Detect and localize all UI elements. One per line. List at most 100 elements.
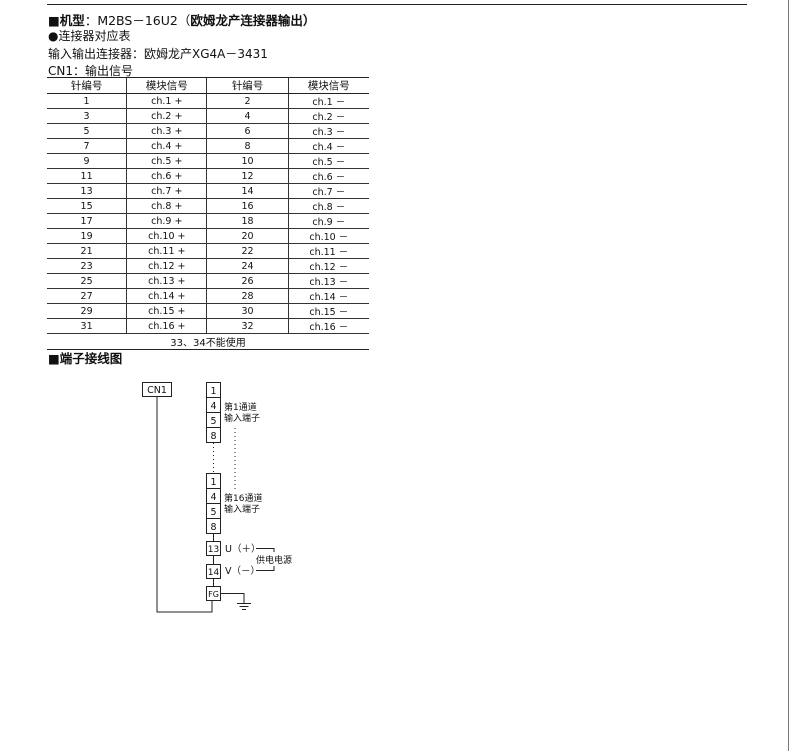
terminal-label: 4: [210, 492, 216, 503]
group2-label-line2: 输入端子: [224, 503, 260, 515]
u-plus-label: U（＋）: [225, 543, 260, 555]
page-title: ■机型：M2BS－16U2（欧姆龙产连接器输出）: [48, 10, 315, 29]
table-header-row: 针编号 模块信号 针编号 模块信号: [47, 77, 369, 94]
table-cell: ch.15 －: [287, 303, 369, 319]
table-cell: 17: [47, 213, 127, 229]
table-cell: ch.6 +: [126, 168, 207, 184]
title-model: ：M2BS－16U2（: [84, 13, 191, 28]
terminal-label: 4: [210, 401, 216, 412]
table-cell: ch.1 －: [287, 93, 369, 109]
table-cell: ch.10 －: [287, 228, 369, 244]
table-cell: 16: [206, 198, 289, 214]
table-cell: 9: [47, 153, 127, 169]
fg-ground-wire: [220, 593, 245, 603]
table-cell: ch.11 －: [287, 243, 369, 259]
table-cell: ch.8 －: [287, 198, 369, 214]
terminal-14-label: 14: [208, 568, 220, 578]
table-cell: ch.12 +: [126, 258, 207, 274]
table-cell: 6: [206, 123, 289, 139]
table-cell: ch.2 －: [287, 108, 369, 124]
column-header: 针编号: [206, 77, 289, 94]
table-cell: 3: [47, 108, 127, 124]
table-footnote: 33、34不能使用: [47, 333, 369, 350]
connector-info: 输入输出连接器：欧姆龙产XG4A－3431: [48, 47, 268, 61]
table-cell: 29: [47, 303, 127, 319]
table-cell: 7: [47, 138, 127, 154]
title-prefix: ■机型: [48, 13, 85, 28]
power-lead-u: [256, 548, 275, 552]
table-cell: 13: [47, 183, 127, 199]
table-cell: ch.15 +: [126, 303, 207, 319]
table-cell: ch.2 +: [126, 108, 207, 124]
power-supply-label: 供电电源: [256, 554, 292, 566]
column-header: 针编号: [47, 77, 127, 94]
table-cell: 31: [47, 318, 127, 334]
column-header: 模块信号: [126, 77, 207, 94]
table-cell: ch.14 －: [287, 288, 369, 304]
group1-label-line2: 输入端子: [224, 412, 260, 424]
table-cell: ch.8 +: [126, 198, 207, 214]
table-cell: ch.11 +: [126, 243, 207, 259]
group2-label-line1: 第16通道: [224, 492, 262, 504]
table-cell: 26: [206, 273, 289, 289]
table-cell: ch.5 －: [287, 153, 369, 169]
terminal-label: 5: [210, 507, 216, 518]
table-cell: 24: [206, 258, 289, 274]
table-cell: ch.10 +: [126, 228, 207, 244]
terminal-13-label: 13: [208, 545, 219, 555]
top-rule: [47, 4, 747, 5]
table-cell: 2: [206, 93, 289, 109]
table-cell: ch.5 +: [126, 153, 207, 169]
table-cell: 1: [47, 93, 127, 109]
cn1-heading: CN1：输出信号: [48, 64, 133, 78]
table-cell: ch.6 －: [287, 168, 369, 184]
group1-label-line1: 第1通道: [224, 401, 257, 413]
table-cell: 27: [47, 288, 127, 304]
table-cell: 20: [206, 228, 289, 244]
right-edge-rule: [788, 0, 789, 751]
table-cell: 8: [206, 138, 289, 154]
terminal-label: 8: [210, 522, 216, 533]
table-cell: ch.16 +: [126, 318, 207, 334]
table-cell: 4: [206, 108, 289, 124]
table-cell: ch.12 －: [287, 258, 369, 274]
power-lead-v: [256, 566, 275, 571]
column-header: 模块信号: [287, 77, 369, 94]
table-cell: 12: [206, 168, 289, 184]
table-cell: 5: [47, 123, 127, 139]
connector-table-heading: ●连接器对应表: [48, 29, 131, 43]
table-cell: ch.3 －: [287, 123, 369, 139]
table-footnote-row: 33、34不能使用: [47, 333, 369, 350]
terminal-label: 8: [210, 431, 216, 442]
table-cell: 11: [47, 168, 127, 184]
table-cell: ch.4 +: [126, 138, 207, 154]
table-cell: ch.13 +: [126, 273, 207, 289]
terminal-fg-label: FG: [208, 590, 219, 599]
table-cell: ch.7 －: [287, 183, 369, 199]
table-cell: ch.7 +: [126, 183, 207, 199]
cn1-label: CN1: [147, 385, 167, 396]
table-cell: 14: [206, 183, 289, 199]
terminal-label: 5: [210, 416, 216, 427]
table-cell: 18: [206, 213, 289, 229]
table-cell: 25: [47, 273, 127, 289]
table-cell: ch.16 －: [287, 318, 369, 334]
table-cell: ch.3 +: [126, 123, 207, 139]
table-cell: ch.9 +: [126, 213, 207, 229]
table-cell: 28: [206, 288, 289, 304]
continuation-dots: [213, 428, 236, 490]
